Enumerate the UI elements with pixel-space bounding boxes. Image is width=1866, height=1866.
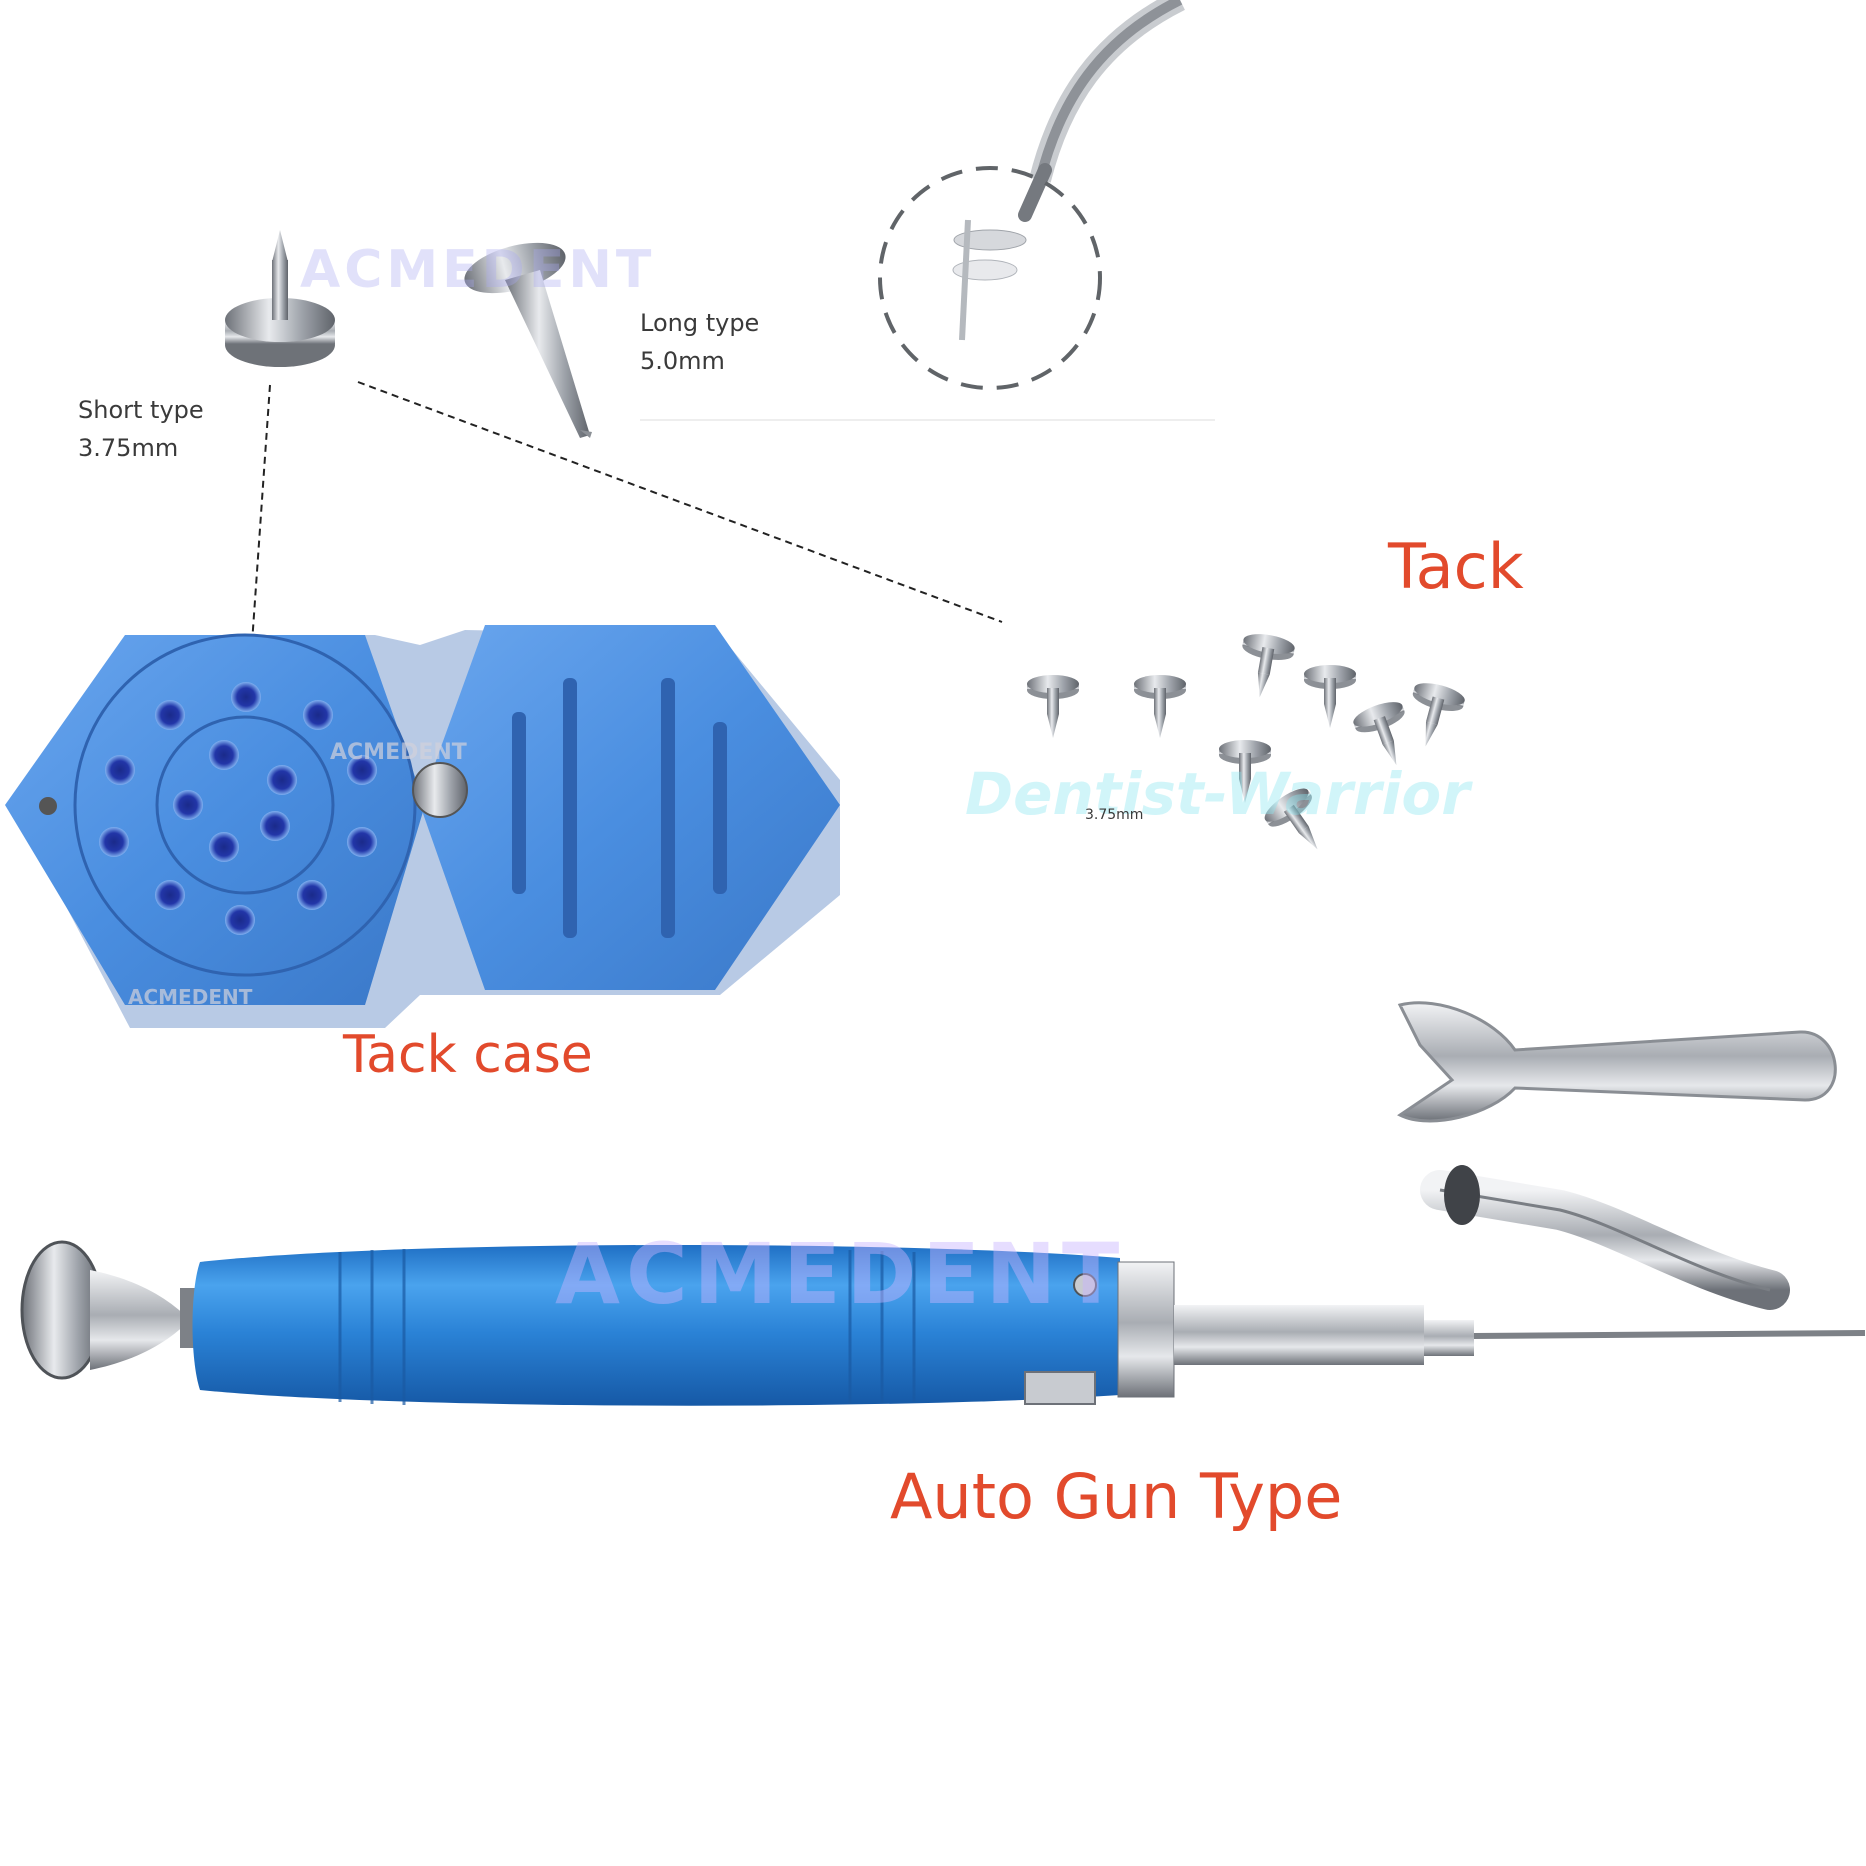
long-type-size: 5.0mm xyxy=(640,347,725,375)
wrench-icon xyxy=(1397,1001,1837,1123)
long-tack-icon xyxy=(464,242,592,438)
curved-tip-icon xyxy=(1420,1165,1790,1310)
seller-watermark: Dentist-Warrior xyxy=(965,760,1470,828)
tack-case-icon xyxy=(5,625,840,1028)
tack-size-label: 3.75mm xyxy=(1085,807,1144,823)
brand-watermark-case: ACMEDENT xyxy=(330,740,467,765)
applicator-tip-icon xyxy=(640,0,1215,421)
short-tack-icon xyxy=(225,230,335,367)
auto-gun-icon xyxy=(20,1240,1866,1406)
auto-gun-caption: Auto Gun Type xyxy=(890,1460,1343,1533)
brand-watermark: ACMEDENT xyxy=(300,240,656,300)
long-type-label: Long type xyxy=(640,309,760,337)
tack-icon xyxy=(1027,630,1467,865)
brand-watermark-gun: ACMEDENT xyxy=(555,1225,1126,1323)
tack-caption: Tack xyxy=(1388,530,1524,603)
short-type-size: 3.75mm xyxy=(78,434,179,462)
brand-watermark-case-bottom: ACMEDENT xyxy=(128,985,253,1009)
tack-case-caption: Tack case xyxy=(343,1025,593,1085)
short-type-label: Short type xyxy=(78,396,204,424)
